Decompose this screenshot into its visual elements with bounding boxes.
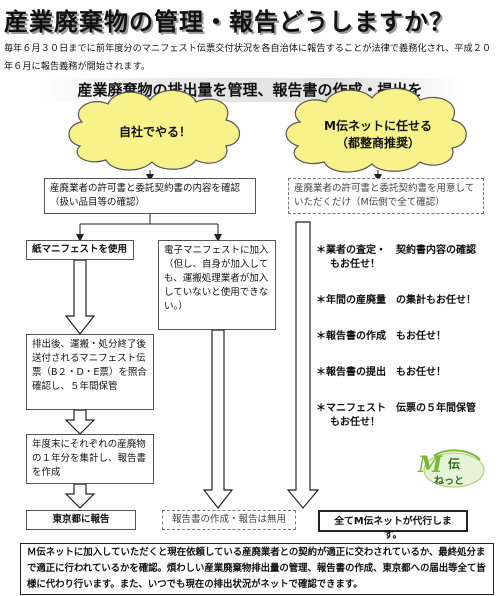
after-discharge-box: 排出後、運搬・処分終了後送付されるマニフェスト伝票（B２・D・E票）を照合確認し… (26, 334, 154, 410)
left-license-box: 産廃業者の許可書と委託契約書の内容を確認（扱い品目等の確認） (44, 178, 256, 214)
list-item: ＊年間の産廃量 の集計もお任せ！ (316, 295, 476, 306)
page-title: 産業廃棄物の管理・報告どうしますか？ (4, 2, 496, 36)
right-cloud-label: M伝ネットに任せる （都整商推奨） (316, 118, 440, 152)
right-cloud-line2: （都整商推奨） (335, 136, 420, 150)
block-arrow-middle (202, 329, 234, 509)
report-tokyo-box: 東京都に報告 (26, 510, 136, 530)
block-arrow-3 (64, 483, 96, 509)
list-item: ＊業者の査定・ 契約書内容の確認 もお任せ！ (316, 245, 476, 270)
left-cloud-label: 自社でやる！ (118, 125, 191, 139)
page-title-text: 産業廃棄物の管理・報告どうしますか？ (4, 8, 454, 36)
list-item: ＊マニフェスト 伝票の５年間保管 もお任せ！ (316, 403, 476, 428)
year-end-box: 年度末にそれぞれの産廃物の１年分を集計し、報告書を作成 (26, 434, 154, 484)
left-cloud-shape (68, 89, 241, 171)
list-item: ＊報告書の作成 もお任せ！ (316, 331, 446, 342)
block-arrow-right (286, 221, 320, 509)
block-arrow-1 (64, 259, 96, 335)
right-license-box: 産廃業者の許可書と委託契約書を用意していただくだけ（M伝側で全て確認） (288, 178, 484, 214)
right-cloud-shape (285, 87, 467, 173)
block-arrow-2 (64, 409, 96, 435)
m-den-net-logo: M 伝 ねっと (417, 449, 485, 488)
logo-text-2: ねっと (434, 475, 464, 487)
list-item: ＊報告書の提出 もお任せ！ (316, 367, 446, 378)
paper-manifest-box: 紙マニフェストを使用 (26, 240, 134, 260)
right-final-box: 全てM伝ネットが代行します。 (318, 510, 468, 541)
electronic-manifest-text: 電子マニフェストに加入（但し、自身が加入しても、運搬処理業者が加入していないと使… (164, 245, 269, 312)
report-unneeded-box: 報告書の作成・報告は無用 (162, 510, 296, 530)
intro-paragraph: 毎年６月３０日までに前年度分のマニフェスト伝票交付状況を各自治体に報告することが… (4, 43, 492, 72)
right-cloud-line1: M伝ネットに任せる (324, 119, 432, 133)
logo-mark: M (417, 452, 443, 478)
electronic-manifest-box: 電子マニフェストに加入（但し、自身が加入しても、運搬処理業者が加入していないと使… (158, 240, 276, 330)
logo-text-1: 伝 (448, 456, 460, 471)
bottom-note: Ｍ伝ネットに加入していただくと現在依頼している産廃業者との契約が適正に交わされて… (20, 543, 494, 595)
